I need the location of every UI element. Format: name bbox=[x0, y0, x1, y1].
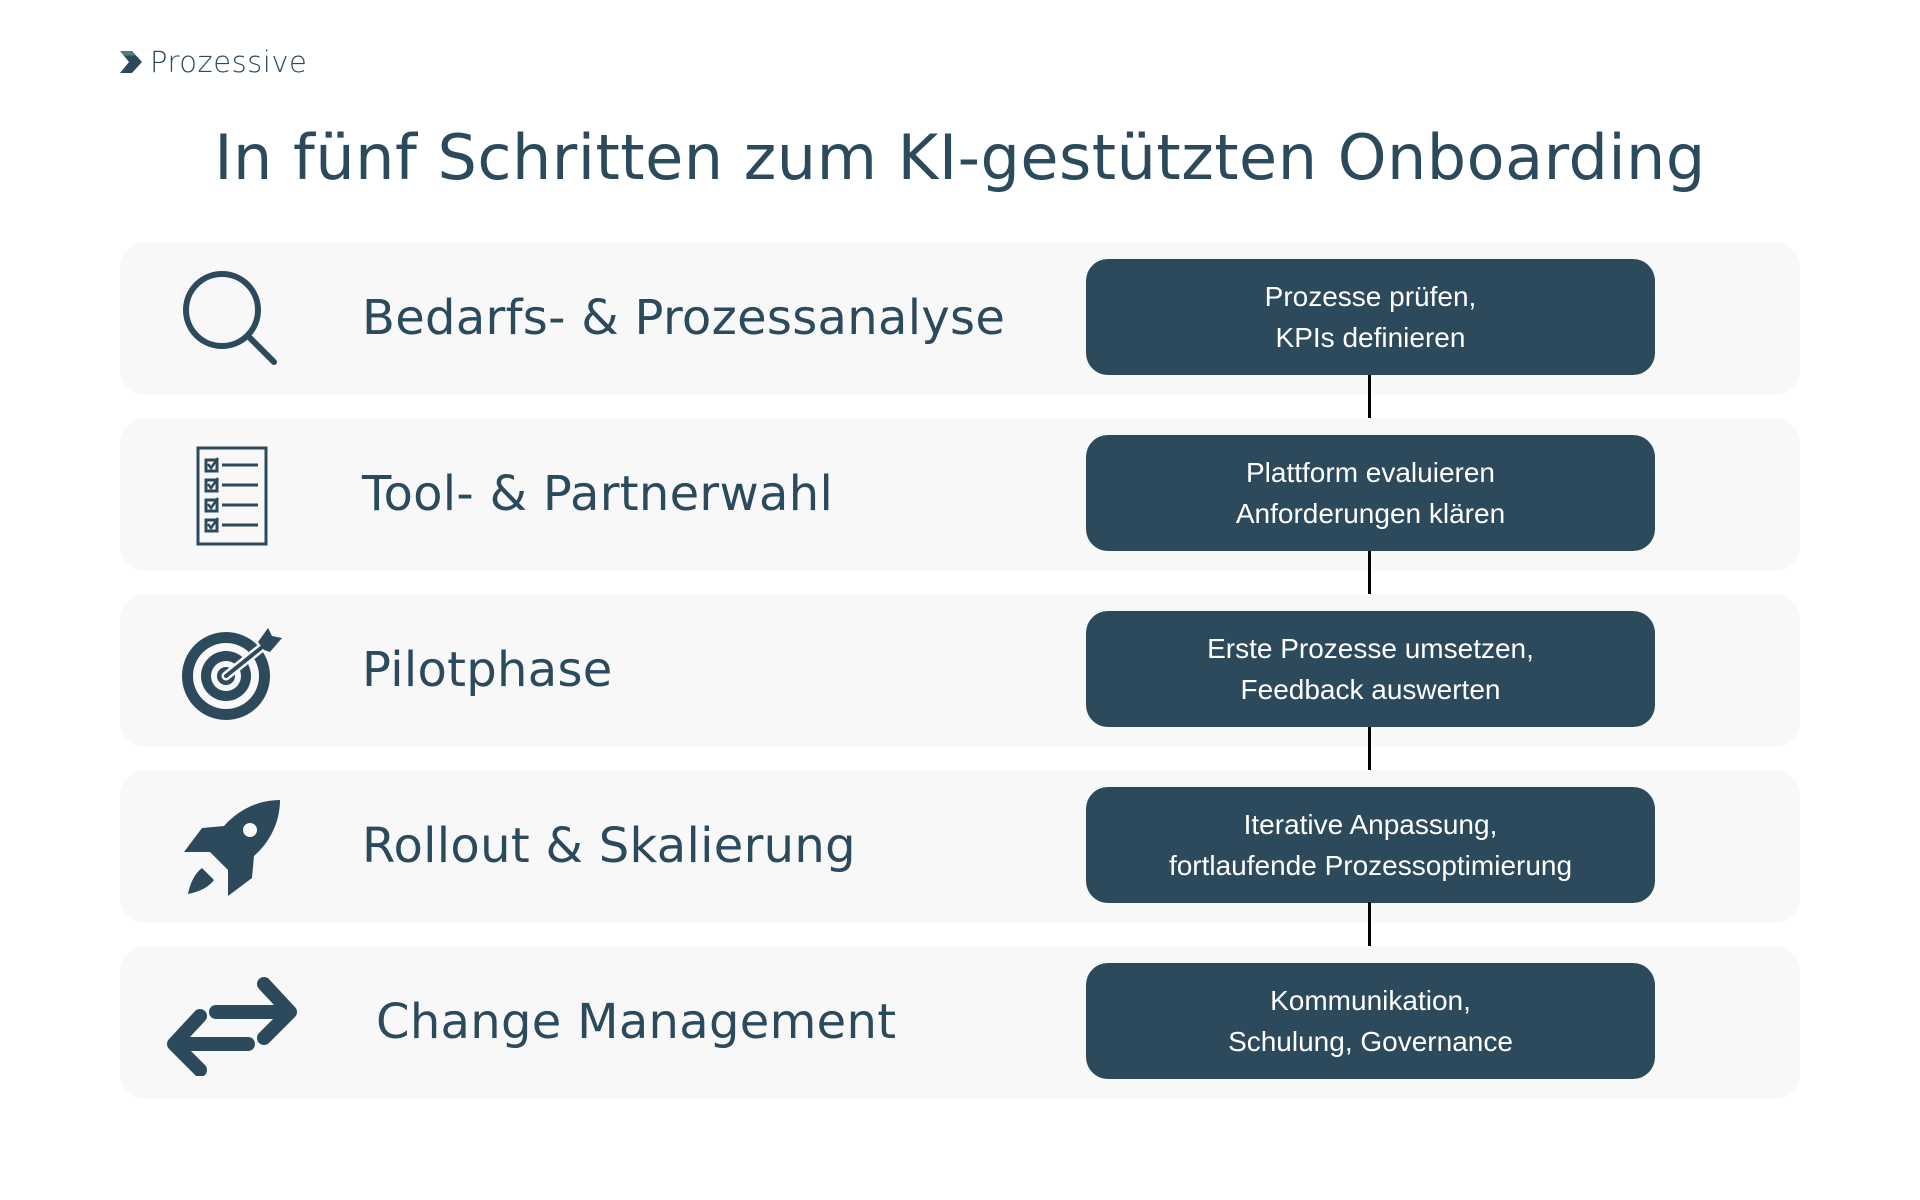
step-detail-line: Iterative Anpassung, bbox=[1243, 809, 1498, 840]
search-icon bbox=[180, 268, 284, 372]
exchange-arrows-icon bbox=[164, 972, 300, 1076]
step-detail-box: Kommunikation, Schulung, Governance bbox=[1086, 963, 1655, 1079]
flow-arrow-2 bbox=[1362, 551, 1376, 611]
step-detail-line: Kommunikation, bbox=[1270, 985, 1471, 1016]
step-card-5: Change Management Kommunikation, Schulun… bbox=[120, 946, 1800, 1099]
flow-arrow-4 bbox=[1362, 902, 1376, 962]
step-label: Tool- & Partnerwahl bbox=[362, 466, 834, 522]
chevron-logo-icon bbox=[120, 51, 142, 73]
flow-arrow-1 bbox=[1362, 375, 1376, 435]
step-detail-box: Iterative Anpassung, fortlaufende Prozes… bbox=[1086, 787, 1655, 903]
step-card-1: Bedarfs- & Prozessanalyse Prozesse prüfe… bbox=[120, 242, 1800, 395]
step-detail-line: Prozesse prüfen, bbox=[1264, 281, 1477, 312]
page-title: In fünf Schritten zum KI-gestützten Onbo… bbox=[214, 121, 1706, 194]
target-icon bbox=[180, 620, 284, 724]
checklist-icon bbox=[180, 444, 284, 548]
step-label: Rollout & Skalierung bbox=[362, 818, 856, 874]
brand-name: Prozessive bbox=[150, 45, 308, 79]
step-detail-line: fortlaufende Prozessoptimierung bbox=[1168, 850, 1573, 881]
step-detail-line: Schulung, Governance bbox=[1228, 1026, 1513, 1057]
step-detail-line: Plattform evaluieren bbox=[1245, 457, 1495, 488]
step-detail-box: Erste Prozesse umsetzen, Feedback auswer… bbox=[1086, 611, 1655, 727]
step-detail-box: Prozesse prüfen, KPIs definieren bbox=[1086, 259, 1655, 375]
step-label: Bedarfs- & Prozessanalyse bbox=[362, 290, 1006, 346]
step-label: Change Management bbox=[376, 994, 897, 1050]
flow-arrow-3 bbox=[1362, 727, 1376, 787]
brand-logo: Prozessive bbox=[118, 44, 307, 80]
step-card-3: Pilotphase Erste Prozesse umsetzen, Feed… bbox=[120, 594, 1800, 747]
step-detail-line: Erste Prozesse umsetzen, bbox=[1207, 633, 1534, 664]
step-label: Pilotphase bbox=[362, 642, 613, 698]
step-card-4: Rollout & Skalierung Iterative Anpassung… bbox=[120, 770, 1800, 923]
step-card-2: Tool- & Partnerwahl Plattform evaluieren… bbox=[120, 418, 1800, 571]
step-detail-line: Feedback auswerten bbox=[1240, 674, 1501, 705]
step-detail-line: KPIs definieren bbox=[1275, 322, 1466, 353]
step-detail-box: Plattform evaluieren Anforderungen kläre… bbox=[1086, 435, 1655, 551]
step-detail-line: Anforderungen klären bbox=[1235, 498, 1506, 529]
rocket-icon bbox=[180, 796, 284, 900]
